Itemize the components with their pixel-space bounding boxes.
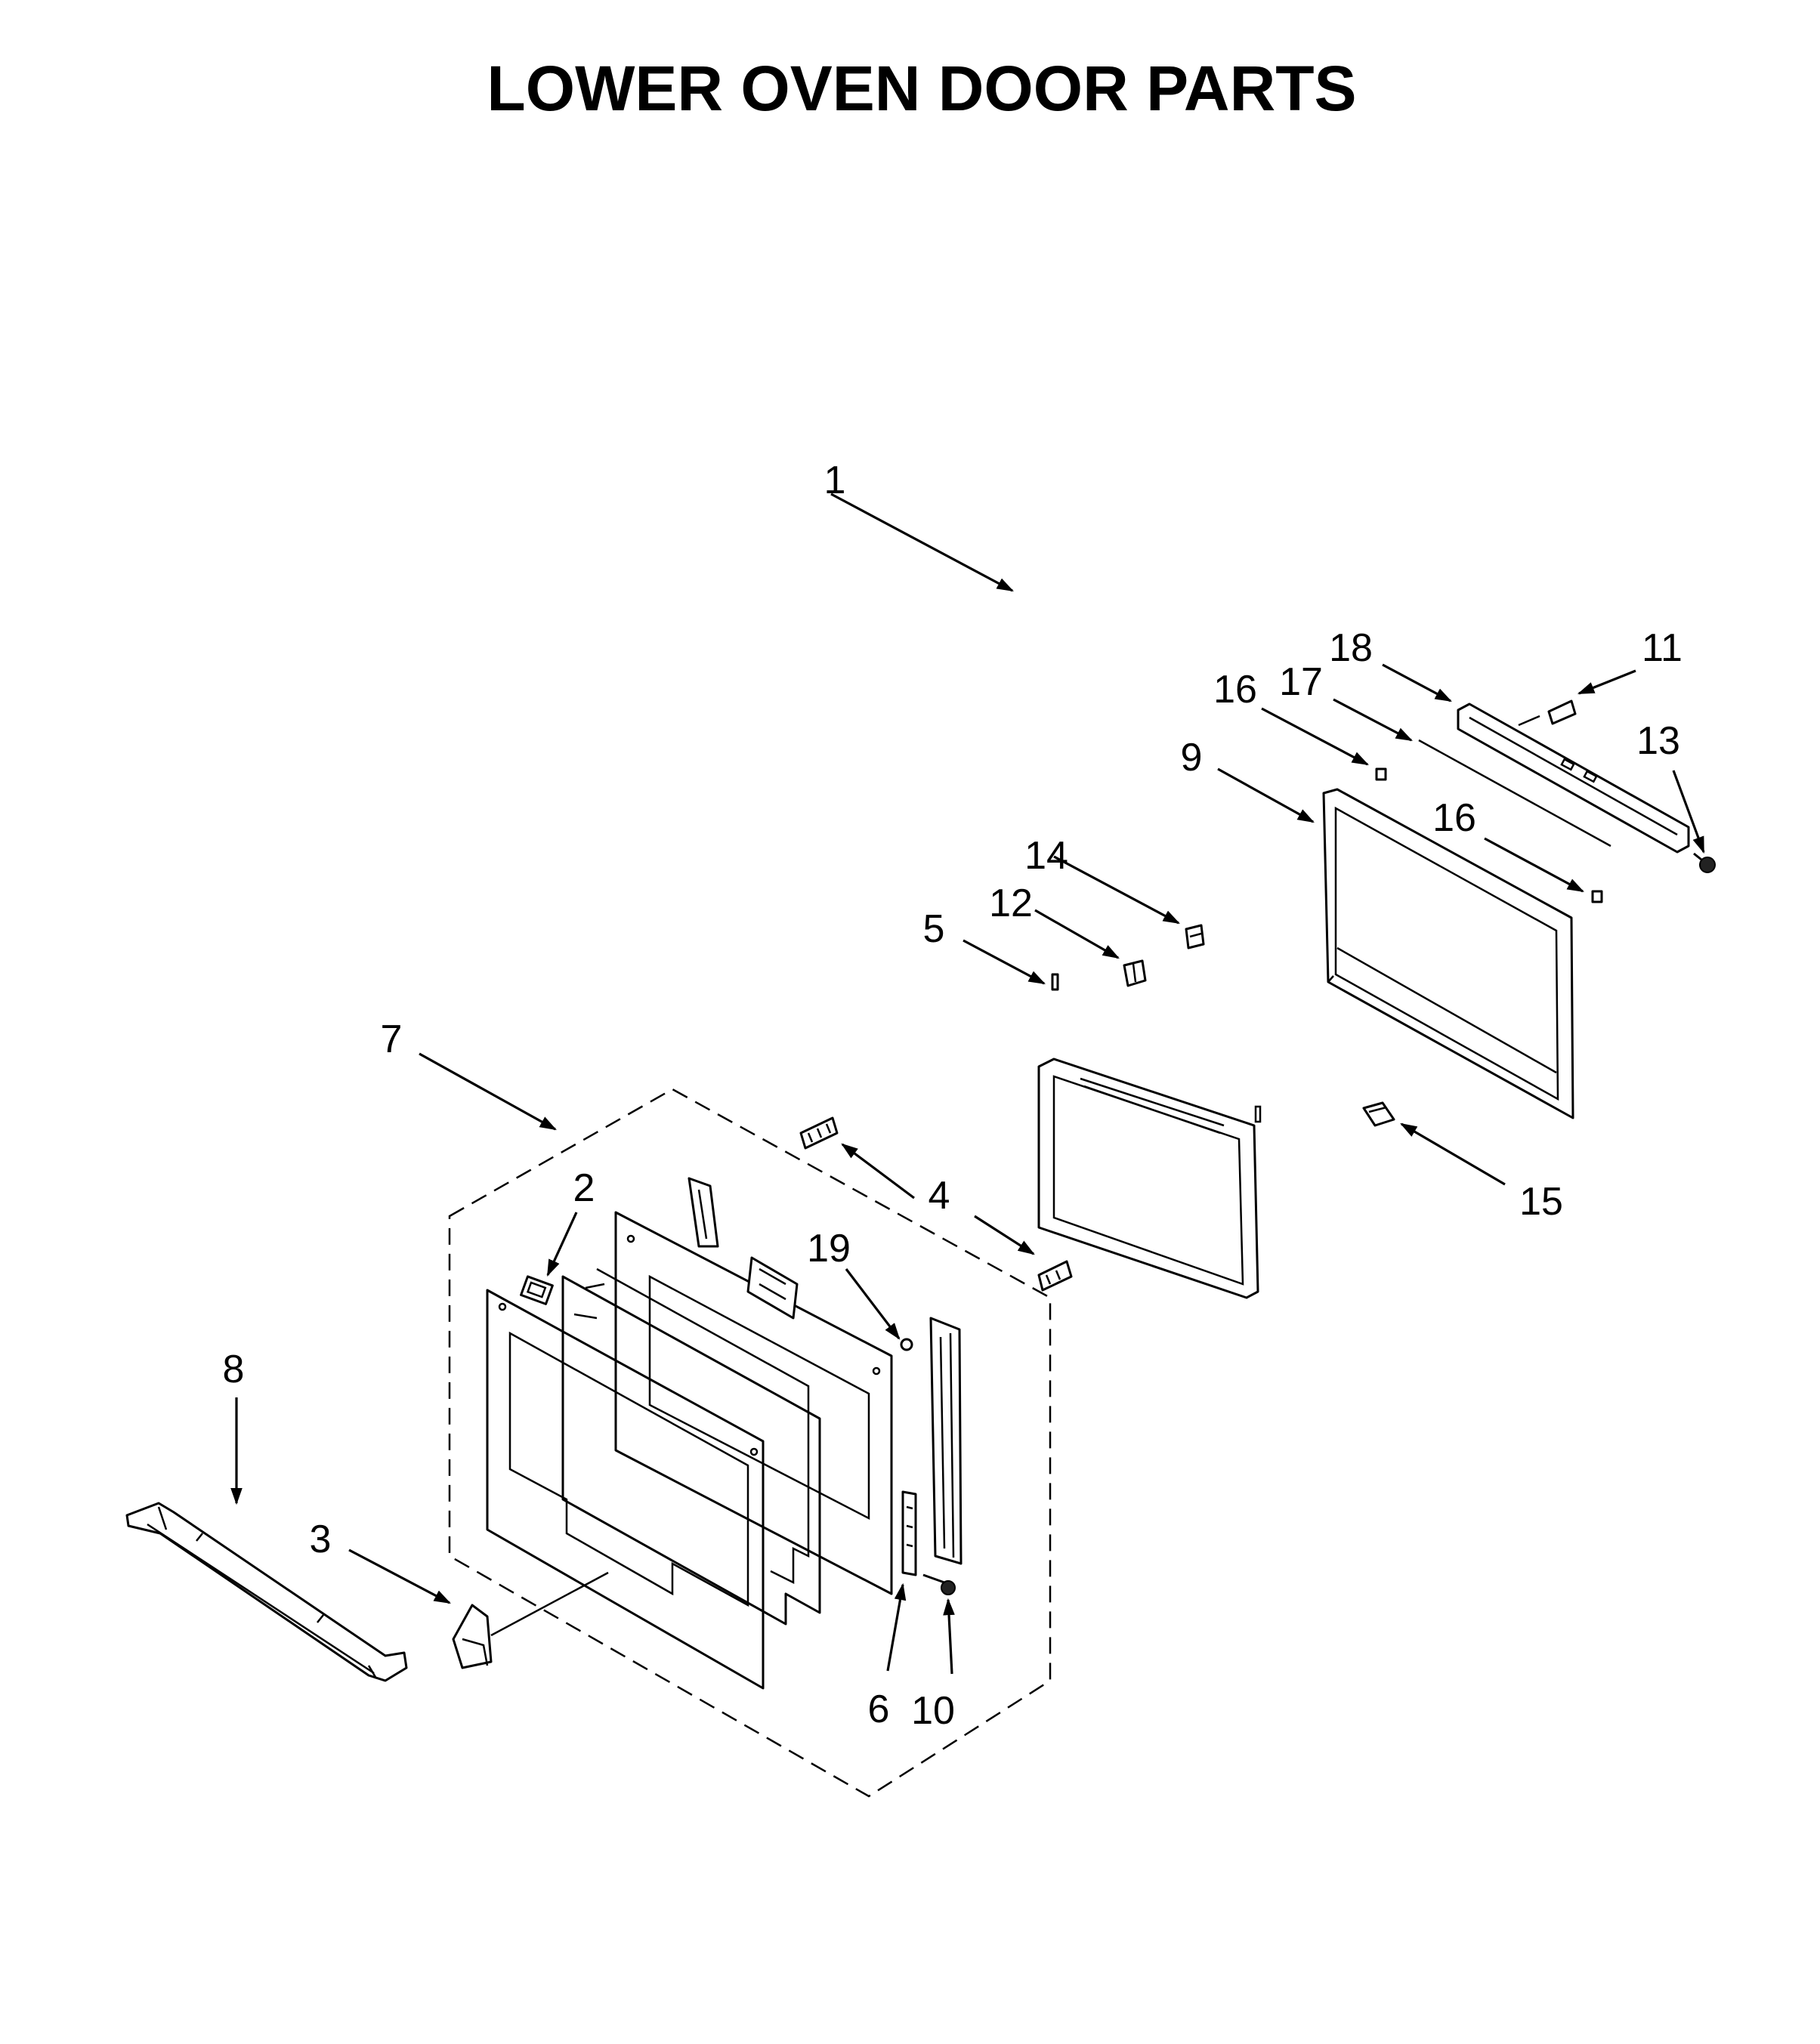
callout-10: 10 bbox=[911, 1689, 955, 1733]
outer-door-glass-part bbox=[486, 1289, 765, 1690]
leader-lines bbox=[230, 492, 1705, 1675]
middle-glass-layers bbox=[561, 1211, 893, 1626]
callout-5: 5 bbox=[923, 907, 945, 951]
callout-3: 3 bbox=[310, 1518, 332, 1561]
callout-14: 14 bbox=[1024, 834, 1068, 878]
inner-door-frame-part bbox=[1037, 1058, 1262, 1299]
callout-16-lower: 16 bbox=[1432, 796, 1476, 840]
callout-12: 12 bbox=[989, 882, 1033, 925]
hinge-block-part bbox=[1362, 1101, 1395, 1127]
callout-13: 13 bbox=[1636, 719, 1680, 763]
door-hinge-rails bbox=[688, 1177, 963, 1565]
pad-part-lower bbox=[1591, 890, 1603, 903]
handle-bracket-part bbox=[452, 1604, 493, 1669]
callout-7: 7 bbox=[381, 1017, 403, 1061]
pad-part-upper bbox=[1375, 767, 1387, 781]
callout-9: 9 bbox=[1181, 736, 1203, 780]
diagram-title: LOWER OVEN DOOR PARTS bbox=[487, 53, 1356, 124]
trim-screw-part bbox=[1518, 699, 1577, 727]
latch-block-part bbox=[1123, 959, 1147, 987]
callout-1: 1 bbox=[824, 459, 846, 502]
seal-strip-part bbox=[1418, 739, 1611, 848]
retainer-clip-part bbox=[1185, 924, 1205, 949]
callout-2: 2 bbox=[573, 1166, 595, 1210]
badge-part bbox=[520, 1275, 554, 1305]
callout-17: 17 bbox=[1279, 660, 1323, 704]
door-handle-part bbox=[125, 1502, 408, 1682]
top-vent-trim-part bbox=[1457, 702, 1690, 854]
callout-11: 11 bbox=[1642, 626, 1682, 670]
callout-4: 4 bbox=[929, 1174, 950, 1218]
callout-6: 6 bbox=[868, 1687, 890, 1731]
callout-16-upper: 16 bbox=[1213, 668, 1257, 712]
hinge-screw-part bbox=[922, 1573, 956, 1595]
door-screw-lower-part bbox=[1037, 1260, 1073, 1292]
callout-18: 18 bbox=[1329, 626, 1373, 670]
small-clip-part bbox=[1051, 973, 1059, 991]
trim-screw-small-part bbox=[1693, 852, 1716, 873]
washer-part bbox=[900, 1338, 913, 1351]
inner-glass-frame-part bbox=[1322, 788, 1574, 1119]
callout-19: 19 bbox=[807, 1227, 851, 1271]
hinge-part bbox=[901, 1490, 917, 1576]
door-screw-upper-part bbox=[799, 1116, 839, 1150]
callout-15: 15 bbox=[1519, 1180, 1563, 1224]
callout-8: 8 bbox=[223, 1348, 245, 1391]
